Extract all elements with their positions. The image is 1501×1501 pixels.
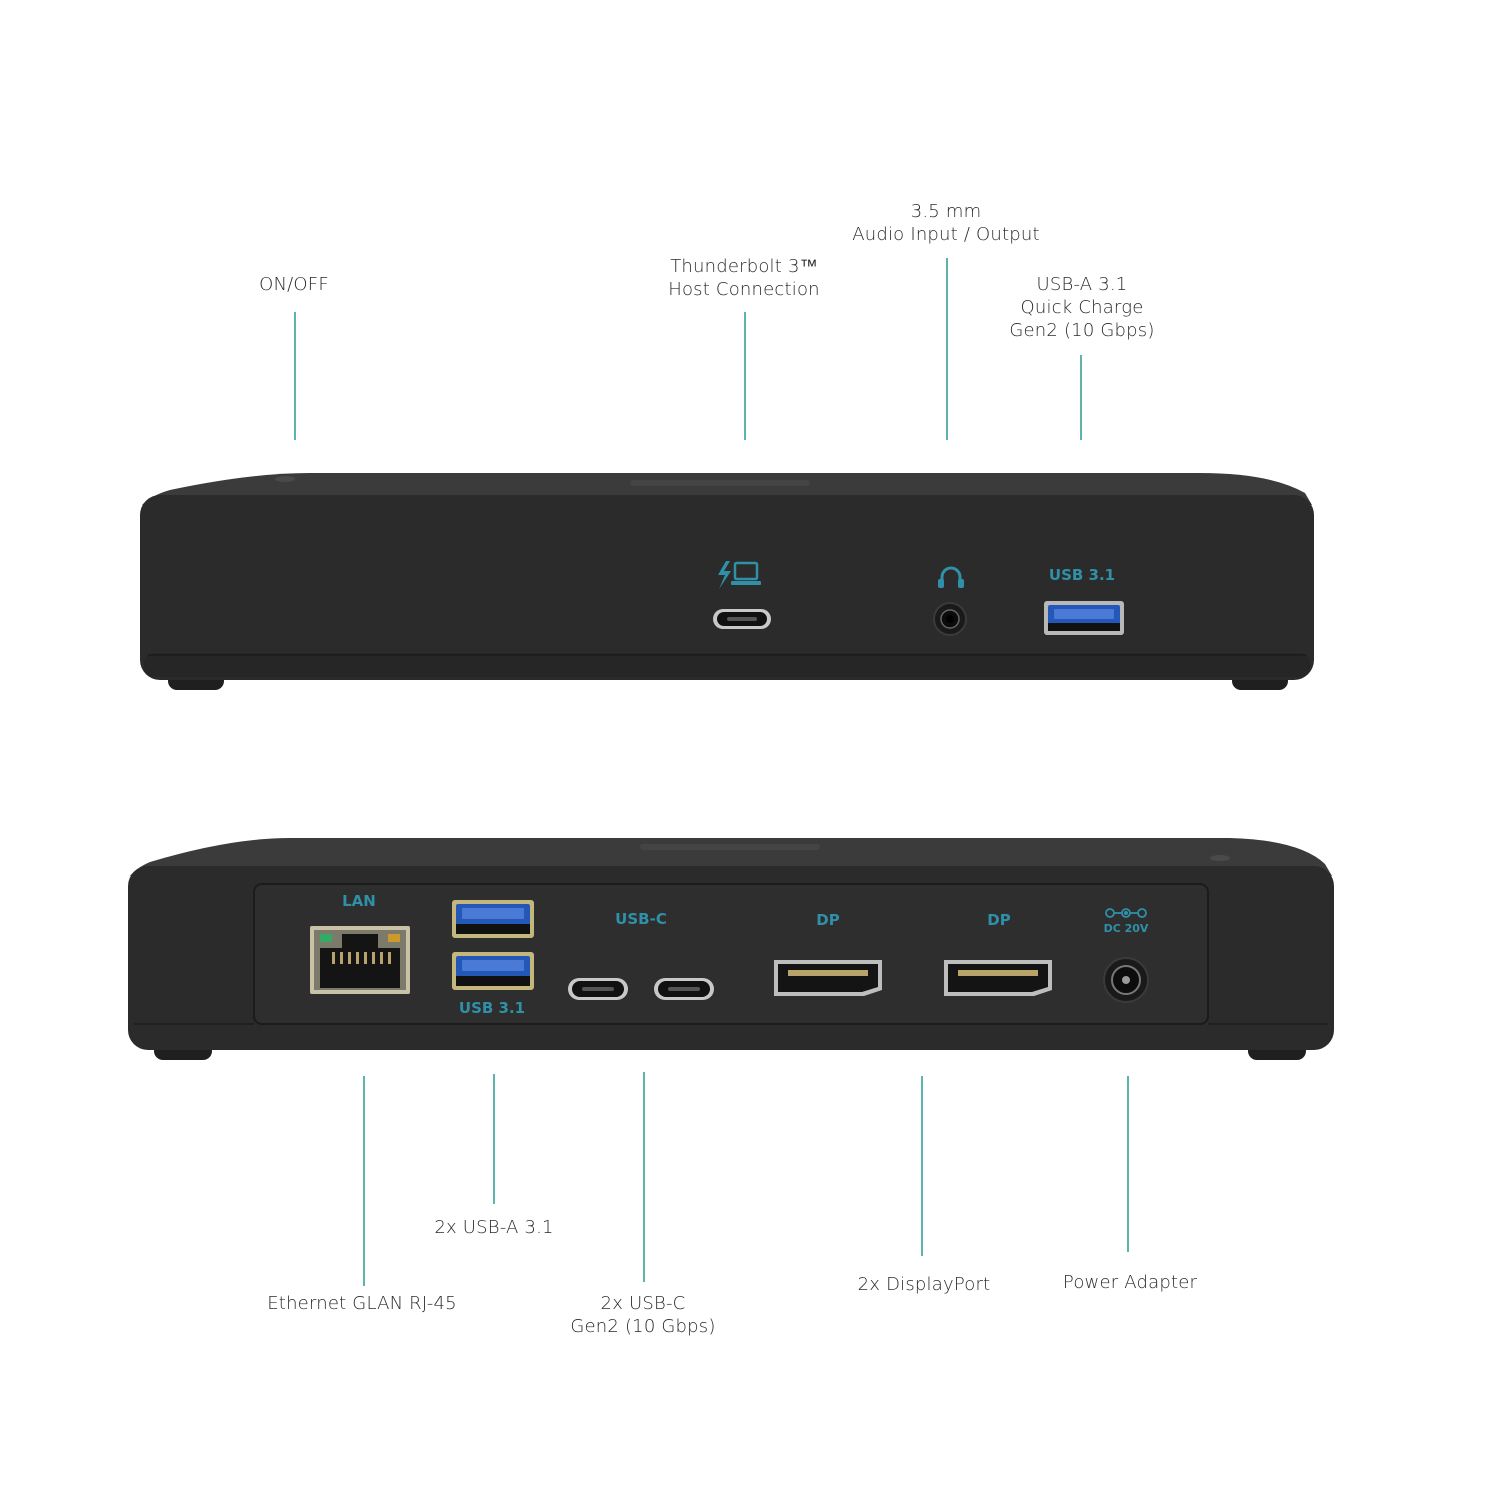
leader-line-usb-a-rear: [493, 1074, 495, 1204]
callout-audio: 3.5 mm Audio Input / Output: [852, 201, 1040, 245]
headphone-icon: [938, 566, 964, 588]
power-indicator: [275, 476, 295, 482]
leader-line-audio: [946, 258, 948, 440]
usb-label-front: USB 3.1: [1048, 566, 1116, 584]
leader-line-usb-c: [643, 1072, 645, 1282]
callout-usb-c: 2x USB-C Gen2 (10 Gbps): [570, 1293, 716, 1337]
dock-front-face: [140, 495, 1314, 680]
power-indicator: [1210, 855, 1230, 861]
dock-logo: [630, 480, 810, 486]
usb-c-port-2[interactable]: [654, 978, 714, 1000]
leader-line-thunderbolt: [744, 312, 746, 440]
callout-usb-a-front: USB-A 3.1 Quick Charge Gen2 (10 Gbps): [1009, 274, 1155, 341]
dock-front-view: [140, 473, 1314, 690]
dp-label-1: DP: [816, 911, 840, 929]
leader-line-displayport: [921, 1076, 923, 1256]
usb-a-port-rear-bottom[interactable]: [452, 952, 534, 990]
usb-label-rear: USB 3.1: [458, 999, 526, 1017]
usb-c-port-1[interactable]: [568, 978, 628, 1000]
callout-power: Power Adapter: [1062, 1272, 1198, 1293]
ethernet-port[interactable]: [310, 926, 410, 994]
callout-ethernet: Ethernet GLAN RJ-45: [267, 1293, 457, 1314]
displayport-2[interactable]: [944, 960, 1052, 996]
dock-logo: [640, 844, 820, 850]
dp-label-2: DP: [987, 911, 1011, 929]
callout-displayport: 2x DisplayPort: [857, 1274, 991, 1295]
leader-line-power: [1127, 1076, 1129, 1252]
leader-line-ethernet: [363, 1076, 365, 1286]
usb-a-port-front[interactable]: [1044, 601, 1124, 635]
dc-label: DC 20V: [1103, 922, 1149, 935]
dock-rear-view: [128, 838, 1334, 1060]
displayport-1[interactable]: [774, 960, 882, 996]
thunderbolt-port[interactable]: [713, 609, 771, 629]
callout-thunderbolt: Thunderbolt 3™ Host Connection: [668, 256, 820, 300]
callout-usb-a-rear: 2x USB-A 3.1: [434, 1217, 554, 1238]
usb-a-port-rear-top[interactable]: [452, 900, 534, 938]
lan-label: LAN: [342, 892, 376, 910]
leader-line-usb-a-front: [1080, 355, 1082, 440]
dock-bottom-trim: [144, 653, 1310, 677]
callout-on-off: ON/OFF: [259, 274, 329, 295]
audio-jack[interactable]: [933, 602, 967, 636]
dc-polarity-icon: [1105, 908, 1147, 918]
usb-c-label: USB-C: [615, 910, 667, 928]
dc-power-jack[interactable]: [1103, 957, 1149, 1003]
thunderbolt-laptop-icon: [718, 561, 761, 589]
leader-line-on-off: [294, 312, 296, 440]
